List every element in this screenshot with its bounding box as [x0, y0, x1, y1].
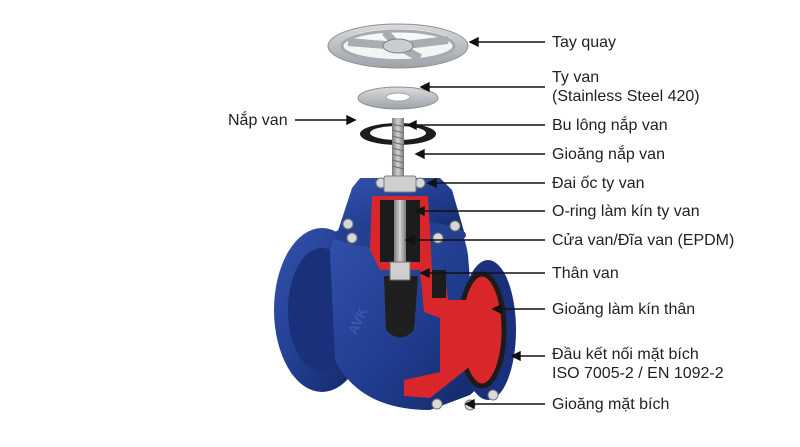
label-dau-ket-noi-line2: ISO 7005-2 / EN 1092-2 — [552, 365, 724, 382]
label-dau-ket-noi-line1: Đầu kết nối mặt bích — [552, 346, 699, 363]
label-nap-van: Nắp van — [228, 112, 288, 129]
label-o-ring: O-ring làm kín ty van — [552, 203, 700, 220]
label-tay-quay: Tay quay — [552, 34, 617, 51]
handwheel — [327, 23, 469, 69]
label-ty-van: Ty van (Stainless Steel 420) — [552, 68, 700, 106]
sectional-cut — [370, 196, 478, 398]
label-ty-van-line1: Ty van — [552, 69, 600, 86]
label-ty-van-line2: (Stainless Steel 420) — [552, 88, 700, 105]
label-than-van: Thân van — [552, 265, 619, 282]
label-gioang-lam-kin-than: Gioăng làm kín thân — [552, 301, 696, 318]
label-gioang-mat-bich: Gioăng mặt bích — [552, 396, 670, 413]
leader-arrows — [295, 36, 545, 410]
stem-washer — [357, 86, 439, 110]
label-dai-oc-ty-van: Đai ốc ty van — [552, 175, 645, 192]
label-bu-long-nap-van: Bu lông nắp van — [552, 117, 668, 134]
label-dau-ket-noi: Đầu kết nối mặt bích ISO 7005-2 / EN 109… — [552, 345, 724, 383]
label-gioang-nap-van: Gioăng nắp van — [552, 146, 665, 163]
label-cua-van: Cửa van/Đĩa van (EPDM) — [552, 232, 735, 249]
